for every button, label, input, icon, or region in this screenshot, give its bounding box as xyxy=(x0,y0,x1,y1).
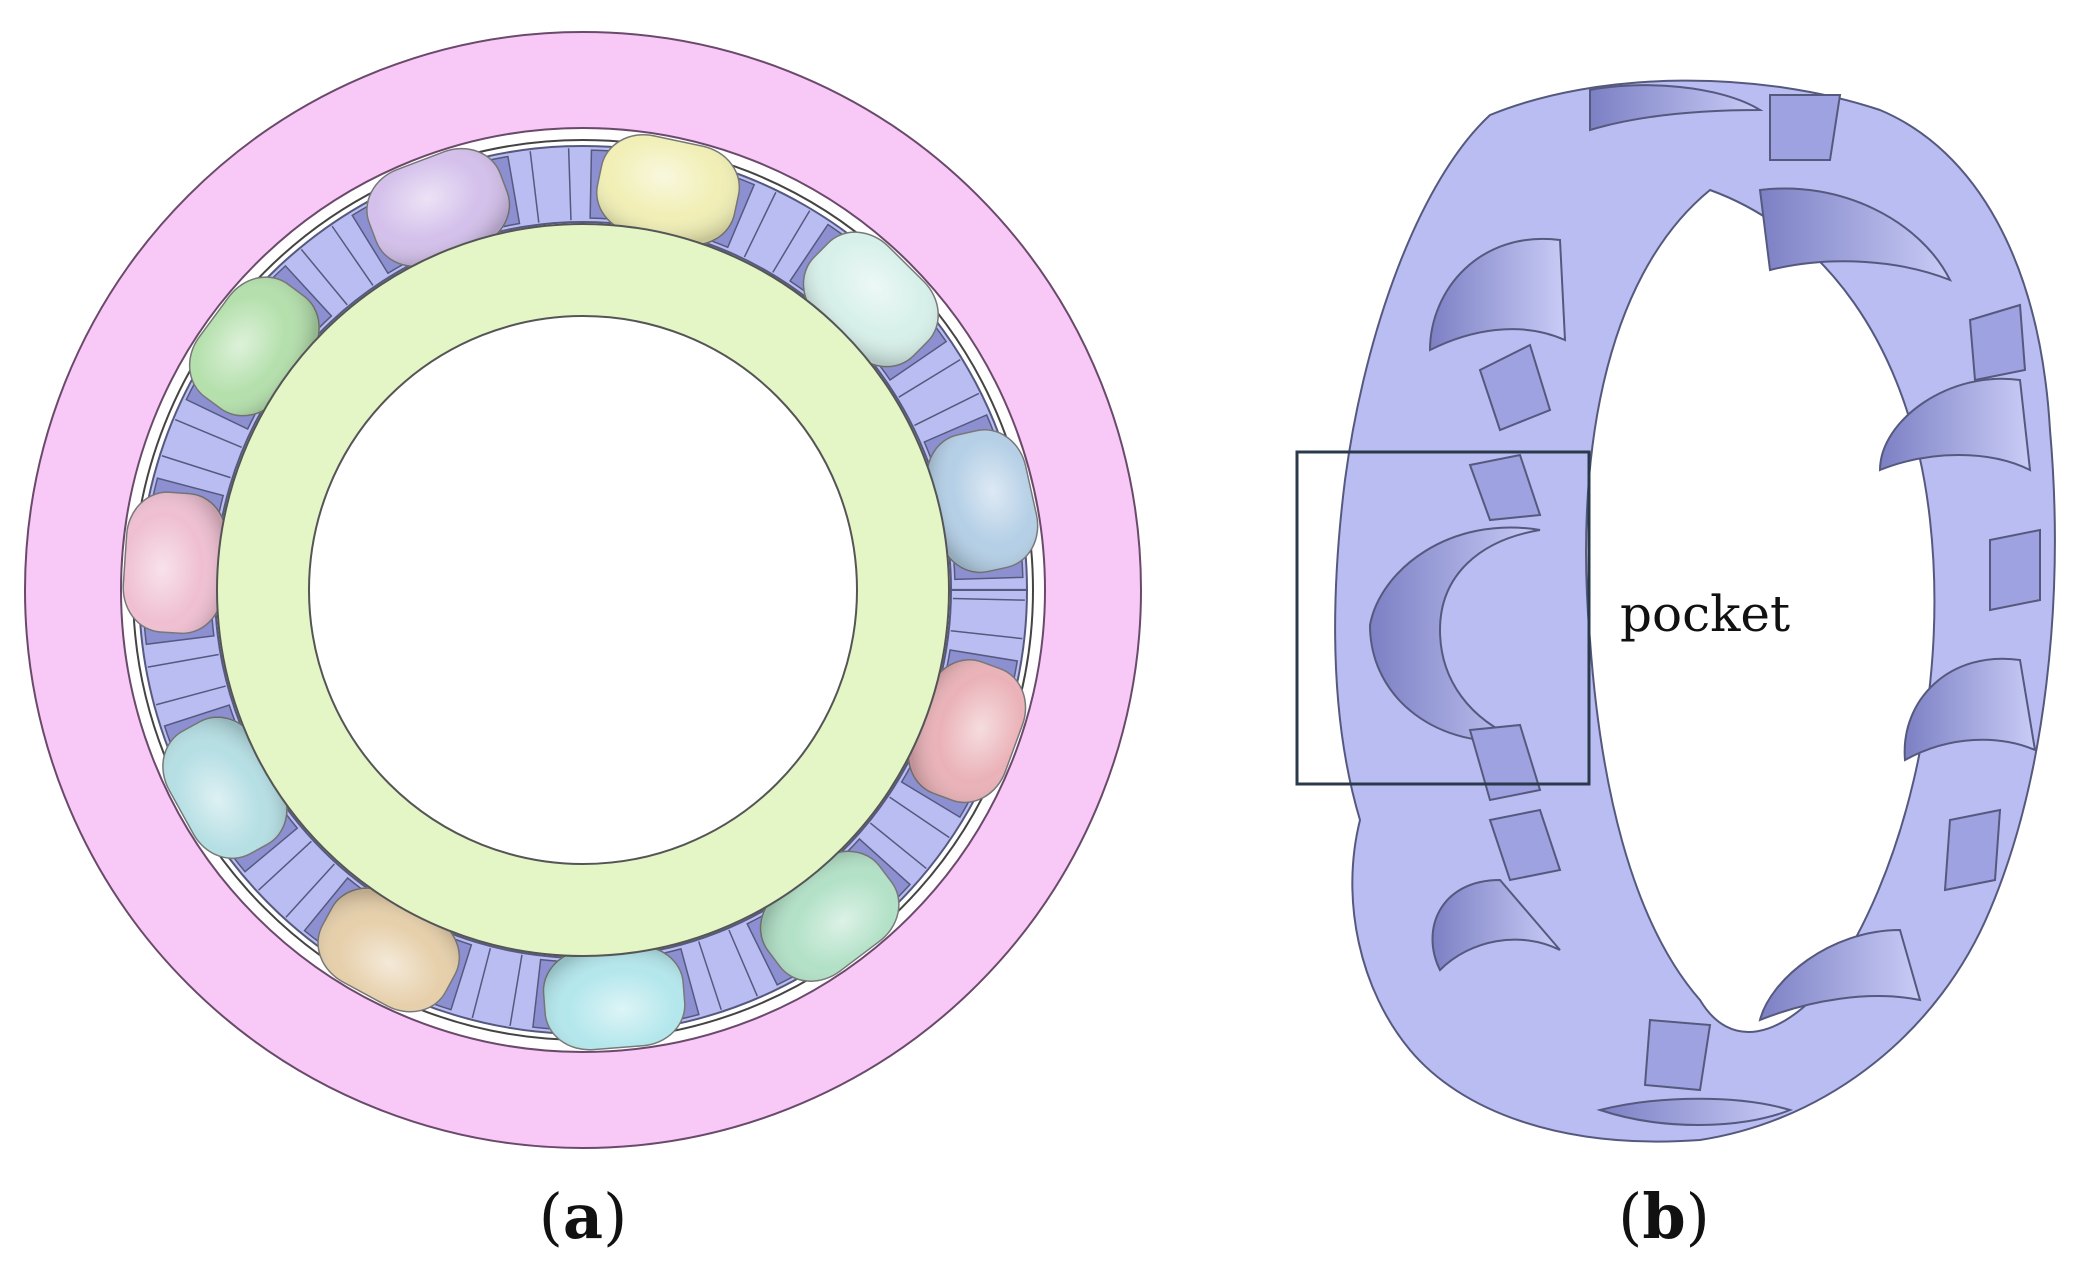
cage-separator xyxy=(174,418,242,449)
caption-a: (a) xyxy=(483,1180,683,1253)
ball-shading xyxy=(596,134,740,246)
pocket-recess xyxy=(1878,377,2032,472)
ball xyxy=(122,491,228,635)
pocket-tab xyxy=(1943,808,2002,892)
cage-separator xyxy=(772,210,811,273)
ball xyxy=(542,945,686,1051)
cage-separator xyxy=(889,796,950,839)
ball-shading xyxy=(366,148,510,267)
cage-separator xyxy=(529,151,540,223)
cage-separator xyxy=(155,685,226,706)
pocket-label: pocket xyxy=(1620,585,1791,643)
pocket-tab xyxy=(1468,453,1542,522)
caption-a-close: ) xyxy=(603,1180,628,1253)
pocket-recess xyxy=(1589,84,1764,132)
cage-separator xyxy=(331,225,374,286)
ball xyxy=(926,429,1039,574)
cage-separator xyxy=(285,863,335,918)
ball xyxy=(907,659,1027,804)
cage-separator xyxy=(698,941,722,1011)
ball xyxy=(366,147,511,268)
pocket-tab xyxy=(1468,723,1542,802)
cage-separator xyxy=(161,455,231,479)
cage-separator xyxy=(147,653,219,668)
caption-a-letter: a xyxy=(562,1180,604,1253)
cage-separator xyxy=(471,948,492,1019)
cage-pockets-left xyxy=(1368,237,1567,972)
pocket-tab xyxy=(1643,1018,1712,1092)
cage-separator xyxy=(743,191,777,258)
cage-perspective-view xyxy=(1295,79,2056,1143)
ball-shading xyxy=(908,659,1026,803)
caption-b-letter: b xyxy=(1642,1180,1686,1253)
pocket-recess xyxy=(1596,1097,1794,1126)
pocket-recess xyxy=(1758,187,1953,282)
pocket-tab xyxy=(1478,343,1552,432)
ball-shading xyxy=(543,945,685,1050)
cage-separator xyxy=(950,629,1023,640)
cage-separator xyxy=(898,359,961,398)
pocket-tab xyxy=(1488,808,1562,882)
caption-b: (b) xyxy=(1564,1180,1764,1253)
cage-separator xyxy=(914,392,980,427)
cage-separator xyxy=(300,248,348,306)
bearing-front-view xyxy=(24,31,1142,1149)
cage-separator xyxy=(509,954,523,1027)
pocket-tab xyxy=(1968,303,2027,382)
caption-b-close: ) xyxy=(1685,1180,1710,1253)
pocket-recess xyxy=(1428,237,1567,352)
ball-shading xyxy=(926,429,1038,573)
cage-separator xyxy=(869,822,927,870)
pocket-tab xyxy=(1989,528,2041,612)
ball-shading xyxy=(123,492,227,634)
cage-separator xyxy=(728,929,759,997)
caption-a-open: ( xyxy=(538,1180,563,1253)
cage-separator xyxy=(952,597,1025,601)
pocket-recess xyxy=(1758,928,1922,1022)
caption-b-open: ( xyxy=(1618,1180,1643,1253)
inner-ring-bore xyxy=(308,315,858,865)
cage-separator xyxy=(258,840,312,891)
ball xyxy=(595,133,741,246)
pocket-recess xyxy=(1431,878,1561,972)
cage-pockets-right xyxy=(1758,187,2041,1022)
pocket-tab xyxy=(1769,94,1842,161)
cage-separator xyxy=(567,148,572,221)
pocket-recess xyxy=(1903,657,2037,762)
pocket-highlight-box xyxy=(1295,450,1591,786)
